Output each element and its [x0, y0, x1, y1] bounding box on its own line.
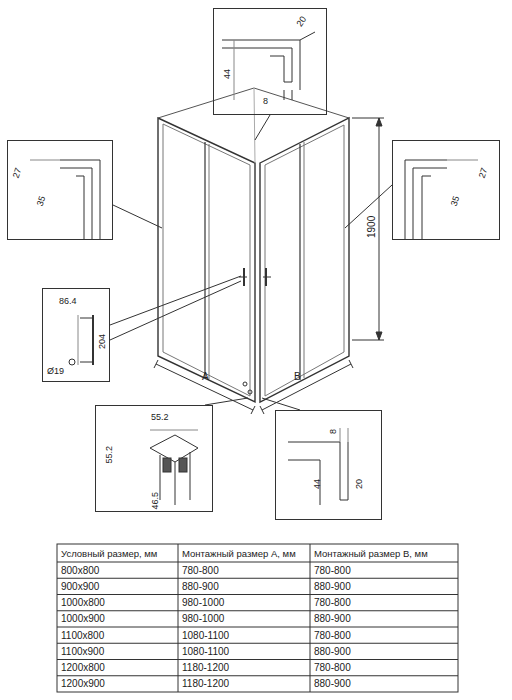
dimension-value: 44: [313, 479, 322, 489]
dimension-value: 8: [329, 429, 338, 434]
table-cell: 900x900: [61, 582, 99, 592]
table-cell: 1000x800: [61, 598, 105, 608]
dimension-value: 8: [263, 97, 268, 106]
dimension-value: 46.5: [151, 492, 160, 510]
table-cell: 800x800: [61, 566, 99, 576]
table-rule: [57, 627, 458, 628]
table-cell: 1080-1100: [182, 647, 229, 657]
table-rule: [57, 643, 458, 644]
dimension-value: 55.2: [151, 413, 169, 422]
table-cell: 780-800: [314, 598, 351, 608]
dimension-value: 55.2: [105, 446, 114, 464]
dimension-value: 35: [36, 195, 48, 207]
detail-box: 55.2 55.2 46.5: [95, 405, 213, 512]
table-cell: 1180-1200: [182, 663, 229, 673]
table-rule: [57, 578, 458, 579]
table-rule: [57, 562, 458, 563]
dimension-value: 20: [355, 479, 364, 489]
table-cell: 1100x800: [61, 631, 104, 641]
width-label: B: [294, 372, 301, 382]
table-rule: [57, 610, 458, 611]
table-header: Монтажный размер А, мм: [182, 549, 296, 559]
detail-box: 27 35: [392, 140, 500, 240]
table-cell: 1100x900: [61, 647, 104, 657]
table-cell: 1180-1200: [182, 679, 229, 689]
dimension-value: 86.4: [59, 297, 77, 306]
table-header: Монтажный размер В, мм: [314, 549, 428, 559]
table-cell: 780-800: [314, 663, 351, 673]
table-cell: 980-1000: [182, 614, 224, 624]
table-cell: 880-900: [182, 582, 219, 592]
table-rule: [57, 594, 458, 595]
dimension-value: Ø19: [47, 367, 64, 376]
table-cell: 780-800: [182, 566, 219, 576]
table-header: Условный размер, мм: [61, 549, 157, 559]
height-dimension: 1900: [366, 214, 378, 240]
dimension-value: 27: [12, 167, 24, 179]
dimension-value: 35: [450, 195, 462, 207]
dimension-value: 20: [295, 15, 308, 28]
table-cell: 880-900: [314, 614, 351, 624]
table-cell: 1000x900: [61, 614, 105, 624]
table-cell: 1080-1100: [182, 631, 229, 641]
table-cell: 980-1000: [182, 598, 224, 608]
dimension-value: 27: [478, 167, 490, 179]
table-cell: 880-900: [314, 679, 351, 689]
dimension-value: 44: [223, 69, 232, 79]
table-cell: 1200x900: [61, 679, 105, 689]
detail-box: 27 35: [7, 140, 113, 240]
detail-box: 8 44 20: [275, 410, 382, 520]
dimension-value: 204: [98, 334, 107, 349]
table-rule: [57, 675, 458, 676]
table-cell: 880-900: [314, 647, 351, 657]
detail-box: 20 44 8: [213, 8, 327, 115]
table-cell: 780-800: [314, 566, 351, 576]
width-label: A: [202, 372, 209, 382]
table-cell: 880-900: [314, 582, 351, 592]
table-rule: [57, 659, 458, 660]
detail-box: 86.4 204Ø19: [42, 288, 110, 382]
table-cell: 1200x800: [61, 663, 105, 673]
table-cell: 780-800: [314, 631, 351, 641]
